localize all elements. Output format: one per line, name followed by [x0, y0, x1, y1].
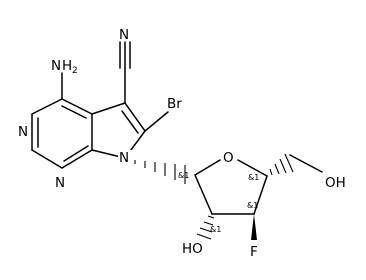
- bond-ch2-oh: [289, 154, 323, 173]
- wedge-bond-c3-f: [251, 214, 257, 240]
- bond-n1-c7a-double: [63, 145, 89, 162]
- bond-c6-br: [144, 111, 169, 132]
- atom-layer: N H 2 N Br N N N O F HO OH &1 &1 &1 &1: [17, 26, 346, 260]
- stereo-label-c3: &1: [247, 201, 258, 210]
- atom-pyrrole-n: N: [119, 150, 129, 166]
- stereo-label-c4: &1: [248, 173, 259, 182]
- atom-nitrile-n: N: [119, 27, 129, 43]
- atom-amine-subscript: 2: [72, 66, 78, 76]
- stereo-label-c1: &1: [178, 171, 189, 180]
- bond-c5-c6: [124, 102, 146, 132]
- bond-c4a-c4-double: [61, 105, 87, 119]
- atom-bromine: Br: [167, 96, 182, 112]
- atom-hydroxyl-right: OH: [325, 175, 346, 191]
- hashed-bond-c4-ch2: [269, 153, 294, 176]
- bond-c4-c3: [253, 175, 268, 215]
- atom-ring-n1: N: [55, 175, 65, 191]
- bond-o4-c4: [237, 159, 268, 177]
- stereo-label-c2: &1: [210, 225, 221, 234]
- bond-c4-n3: [31, 98, 63, 115]
- bond-c4a-c4: [61, 98, 93, 115]
- bond-c2-c1: [194, 174, 213, 215]
- atom-fluorine: F: [250, 244, 258, 260]
- atom-amine-n: N: [51, 58, 61, 74]
- hashed-bond-c2-oh: [196, 215, 215, 240]
- bond-c1-o4: [194, 159, 221, 176]
- atom-ring-oxygen: O: [223, 150, 234, 166]
- atom-hydroxyl-left: HO: [182, 241, 203, 257]
- hashed-bond-n-c1: [134, 160, 186, 184]
- bond-n1-c7a: [61, 149, 93, 169]
- bond-c4a-c5: [91, 102, 126, 115]
- atom-ring-n3: N: [18, 124, 28, 140]
- bond-c2-n1: [31, 149, 63, 169]
- atom-amine-h: H: [62, 58, 72, 74]
- bond-c5-c6-double: [121, 110, 139, 134]
